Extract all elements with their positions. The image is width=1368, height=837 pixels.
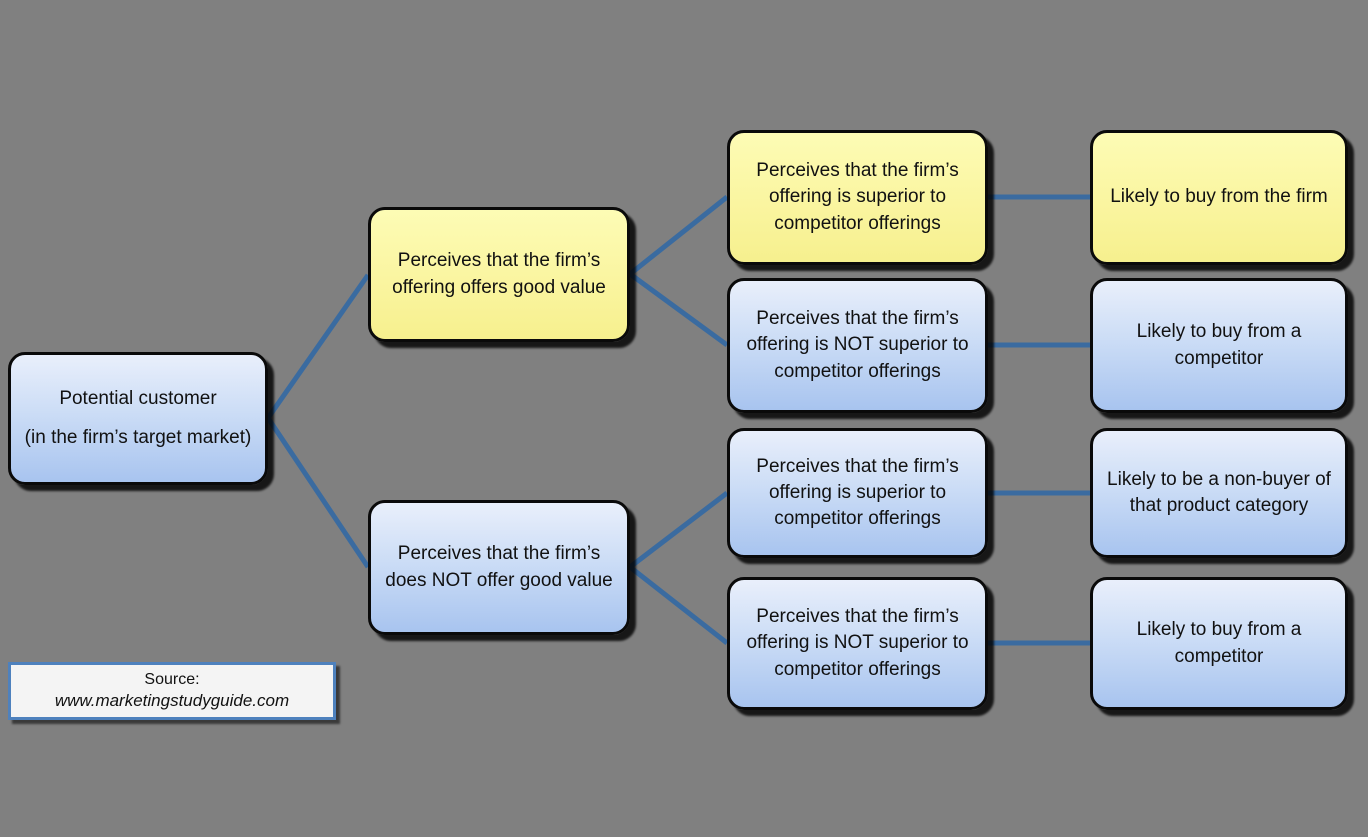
node-good-value: Perceives that the firm’s offering offer…	[368, 207, 630, 342]
node-buy-from-competitor-1-label: Likely to buy from a competitor	[1136, 321, 1302, 369]
source-attribution-box: Source: www.marketingstudyguide.com	[8, 662, 336, 720]
node-not-good-value: Perceives that the firm’s does NOT offer…	[368, 500, 630, 635]
connector-root-to-good-value	[265, 273, 371, 420]
node-potential-customer: Potential customer (in the firm’s target…	[8, 352, 268, 485]
node-not-good-value-label: Perceives that the firm’s does NOT offer…	[385, 543, 613, 591]
node-buy-from-competitor-2-label: Likely to buy from a competitor	[1136, 619, 1302, 667]
node-good-value-label: Perceives that the firm’s offering offer…	[392, 250, 606, 298]
node-superior-2: Perceives that the firm’s offering is su…	[727, 428, 988, 558]
node-not-superior-2: Perceives that the firm’s offering is NO…	[727, 577, 988, 710]
node-not-superior-2-label: Perceives that the firm’s offering is NO…	[746, 606, 969, 680]
node-superior-2-label: Perceives that the firm’s offering is su…	[756, 455, 959, 530]
connector-root-to-not-good-value	[265, 416, 371, 569]
node-non-buyer: Likely to be a non-buyer of that product…	[1090, 428, 1348, 558]
connector-good-value-to-superior-1	[628, 195, 729, 276]
node-buy-from-firm-label: Likely to buy from the firm	[1110, 186, 1328, 208]
node-non-buyer-label: Likely to be a non-buyer of that product…	[1107, 468, 1331, 516]
node-buy-from-competitor-2: Likely to buy from a competitor	[1090, 577, 1348, 710]
node-potential-customer-subtitle: (in the firm’s target market)	[24, 426, 252, 448]
source-label: Source:	[144, 671, 200, 689]
node-superior-1-label: Perceives that the firm’s offering is su…	[756, 160, 959, 234]
connector-good-value-to-not-superior-1	[628, 271, 729, 348]
node-buy-from-competitor-1: Likely to buy from a competitor	[1090, 278, 1348, 413]
source-url: www.marketingstudyguide.com	[54, 691, 290, 711]
connector-not-good-value-to-not-superior-2	[628, 565, 729, 645]
connector-not-good-value-to-superior-2	[628, 491, 729, 569]
node-potential-customer-title: Potential customer	[59, 388, 217, 410]
node-superior-1: Perceives that the firm’s offering is su…	[727, 130, 988, 265]
node-not-superior-1-label: Perceives that the firm’s offering is NO…	[746, 308, 969, 382]
node-not-superior-1: Perceives that the firm’s offering is NO…	[727, 278, 988, 413]
node-buy-from-firm: Likely to buy from the firm	[1090, 130, 1348, 265]
